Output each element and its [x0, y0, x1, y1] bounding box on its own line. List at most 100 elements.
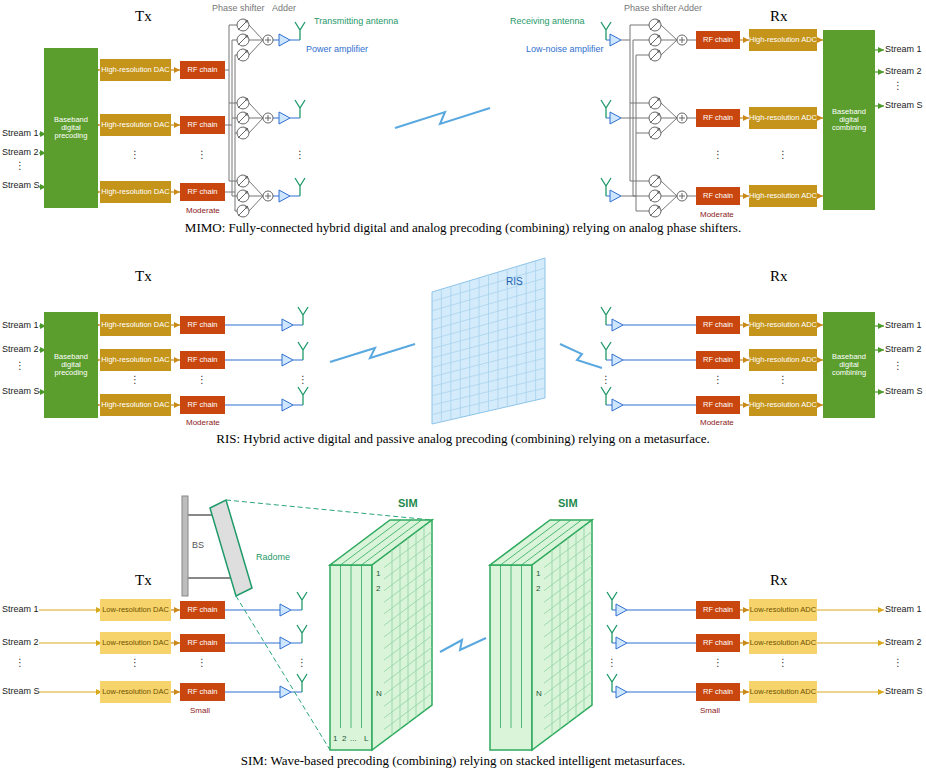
wire [290, 196, 300, 197]
converter-box: High-resolution ADC [749, 107, 817, 129]
signal-arrow [171, 404, 180, 405]
part-name: Transmitting antenna [314, 16, 398, 26]
amplifier-symbol [610, 190, 621, 202]
ris-grid [432, 298, 545, 330]
antenna-symbol [297, 625, 307, 643]
sim-grid [384, 578, 432, 614]
phase-shifter-arrow [238, 128, 248, 138]
wire [636, 211, 649, 212]
wire [291, 610, 302, 611]
baseband-box: Baseband digital combining [823, 312, 875, 418]
box-text: RF chain [703, 401, 733, 409]
signal-arrow [171, 124, 180, 125]
side-label: Rx [770, 572, 788, 589]
converter-box: High-resolution DAC [100, 394, 171, 416]
part-name: BS [192, 540, 204, 550]
wire [636, 133, 649, 134]
stream-label: Stream S [2, 386, 40, 396]
box-text: Low-resolution DAC [102, 639, 169, 647]
stream-label: Stream S [885, 386, 923, 396]
rf-chain-box: RF chain [696, 109, 740, 127]
wire [661, 118, 677, 133]
wire [293, 325, 303, 326]
phase-shifter-arrow [238, 176, 248, 186]
sim-layer-line [340, 565, 341, 728]
wire [225, 324, 282, 325]
wire [661, 118, 677, 119]
wire [290, 118, 300, 119]
part-name: Receiving antenna [510, 16, 585, 26]
phase-shifter-arrowhead [657, 98, 661, 102]
wire [273, 196, 279, 197]
cost-note: Moderate [186, 206, 220, 215]
phase-shifter-symbol [237, 175, 249, 187]
box-text: High-resolution ADC [749, 114, 817, 122]
amplifier-symbol [610, 112, 621, 124]
amplifier-symbol [279, 34, 290, 46]
phase-shifter-symbol [649, 190, 661, 202]
phase-shifter-symbol [237, 205, 249, 217]
element-index: 1 [332, 735, 338, 743]
sim-grid [384, 659, 432, 695]
antenna-symbol [298, 307, 308, 325]
stream-label: Stream 2 [2, 637, 39, 647]
box-text: High-resolution ADC [749, 356, 817, 364]
wire [225, 642, 280, 643]
antenna-symbol [295, 100, 305, 118]
ellipsis: ⋮ [713, 150, 723, 160]
wire [661, 196, 677, 197]
wire [606, 360, 612, 361]
stream-arrow [815, 642, 884, 643]
signal-arrow [740, 117, 749, 118]
converter-box: Low-resolution DAC [100, 681, 171, 703]
wire [623, 359, 696, 360]
phase-shifter-symbol [649, 127, 661, 139]
wire [249, 181, 263, 196]
phase-shifter-arrowhead [245, 176, 249, 180]
stream-label: Stream S [2, 686, 40, 696]
wire [249, 118, 263, 133]
wire [661, 25, 677, 40]
side-label: Rx [770, 268, 788, 285]
box-text: High-resolution ADC [749, 192, 817, 200]
wire [627, 609, 696, 610]
wire [661, 181, 677, 196]
adder-plus [682, 37, 683, 43]
converter-box: High-resolution ADC [749, 314, 817, 336]
phase-shifter-arrowhead [657, 20, 661, 24]
wire [229, 181, 237, 182]
wire [291, 643, 302, 644]
adder-plus [682, 115, 683, 121]
stream-label: Stream 1 [2, 128, 39, 138]
box-text: Low-resolution ADC [750, 606, 816, 614]
ellipsis: ⋮ [297, 658, 307, 668]
ellipsis: ⋮ [713, 658, 723, 668]
amplifier-symbol [280, 686, 291, 698]
adder-plus [682, 193, 683, 199]
sim-layer-line [351, 520, 411, 565]
wire [229, 103, 237, 104]
part-name: Phase shifter [624, 3, 677, 13]
phase-shifter-arrowhead [245, 50, 249, 54]
antenna-symbol [601, 307, 611, 325]
stream-arrow [39, 609, 102, 610]
box-text: Low-resolution DAC [102, 606, 169, 614]
phase-shifter-arrowhead [245, 98, 249, 102]
wire [290, 40, 300, 41]
amplifier-symbol [612, 319, 623, 331]
sim-grid [544, 647, 592, 683]
wire [225, 125, 232, 126]
part-name: SIM [398, 497, 418, 510]
stream-label: Stream 2 [885, 344, 922, 354]
ris-grid [432, 328, 545, 358]
box-text: Baseband digital combining [823, 353, 875, 377]
stream-label: Stream 1 [885, 320, 922, 330]
wire [630, 25, 649, 26]
bs-bracket [188, 577, 232, 579]
part-name: RIS [506, 276, 523, 288]
signal-arrow [740, 642, 749, 643]
wire [225, 404, 282, 405]
wire [606, 405, 612, 406]
cost-note: Small [700, 706, 720, 715]
signal-arrow [171, 609, 180, 610]
